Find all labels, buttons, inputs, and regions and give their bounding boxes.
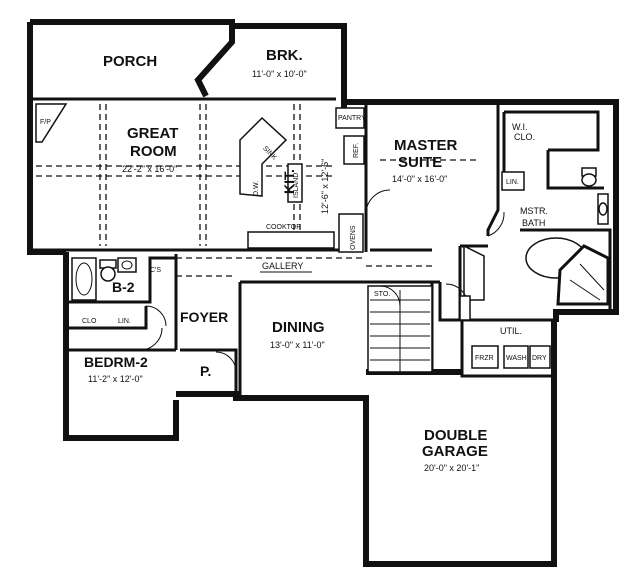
- cooktop-icon: COOKTOP: [247, 224, 335, 249]
- bath2-closet-label: CLO: [82, 318, 97, 325]
- ovens-label: OVENS: [350, 225, 357, 250]
- cooktop-label: COOKTOP: [266, 224, 301, 231]
- great-room-label-1: GREAT: [127, 125, 178, 142]
- bathtub-icon: [525, 237, 610, 306]
- kitchen-dims: 12'-6" x 12'-6": [320, 159, 330, 214]
- great-room-dims: 22'-2" x 16'-0": [122, 164, 177, 174]
- great-room-label-2: ROOM: [130, 143, 177, 160]
- stairs-icon: [370, 290, 430, 372]
- shower-icon: [463, 244, 485, 301]
- fireplace-label: F/P: [40, 119, 51, 126]
- toilet-icon: [581, 167, 597, 187]
- utility-label: UTIL.: [500, 326, 522, 336]
- fireplace-icon: F/P: [35, 103, 68, 143]
- bedroom2-dims: 11'-2" x 12'-0": [88, 374, 143, 384]
- bath2-label: B-2: [112, 279, 135, 295]
- vanity-icon: [597, 193, 609, 225]
- master-linen-label: LIN.: [506, 179, 519, 186]
- master-bath-label-1: MSTR.: [520, 206, 548, 216]
- bedroom2-label: BEDRM-2: [84, 354, 148, 370]
- garage-label-1: DOUBLE: [424, 427, 487, 444]
- door-swings: [139, 189, 505, 373]
- breakfast-dims: 11'-0" x 10'-0": [252, 69, 307, 79]
- dining-dims: 13'-0" x 11'-0": [270, 340, 325, 350]
- breakfast-label: BRK.: [266, 47, 303, 64]
- walk-in-closet-label-2: CLO.: [514, 132, 535, 142]
- dining-label: DINING: [272, 319, 325, 336]
- master-suite-label-1: MASTER: [394, 137, 458, 154]
- storage-label: STO.: [374, 291, 390, 298]
- pantry-label: PANTRY: [338, 115, 366, 122]
- foyer-label: FOYER: [180, 309, 228, 325]
- dryer-label: DRY: [532, 355, 547, 362]
- ceiling-lines: [36, 104, 480, 277]
- kitchen-island-icon: ISLAND D.W. SINK: [239, 116, 303, 203]
- master-bath-label-2: BATH: [522, 218, 545, 228]
- dishwasher-label: D.W.: [253, 181, 260, 196]
- garage-dims: 20'-0" x 20'-1": [424, 463, 479, 473]
- bath2-toilet-icon: [99, 259, 117, 282]
- freezer-label: FRZR: [475, 355, 494, 362]
- washer-label: WASH: [506, 355, 527, 362]
- coat-closet-label: C'S: [150, 267, 161, 274]
- gallery-label: GALLERY: [262, 261, 303, 271]
- bath2-linen-label: LIN.: [118, 318, 131, 325]
- island-label: ISLAND: [293, 173, 300, 198]
- powder-label: P.: [200, 363, 211, 379]
- master-suite-dims: 14'-0" x 16'-0": [392, 174, 447, 184]
- kitchen-label: KIT.: [281, 169, 297, 194]
- garage-label-2: GARAGE: [422, 443, 488, 460]
- bath2-tub-icon: [71, 257, 97, 301]
- porch-label: PORCH: [103, 53, 157, 70]
- walk-in-closet-label-1: W.I.: [512, 122, 528, 132]
- master-suite-label-2: SUITE: [398, 154, 442, 171]
- refrigerator-label: REF.: [353, 143, 360, 158]
- utility-appliances: FRZR WASH DRY: [471, 345, 551, 369]
- bath2-sink-icon: [117, 257, 137, 273]
